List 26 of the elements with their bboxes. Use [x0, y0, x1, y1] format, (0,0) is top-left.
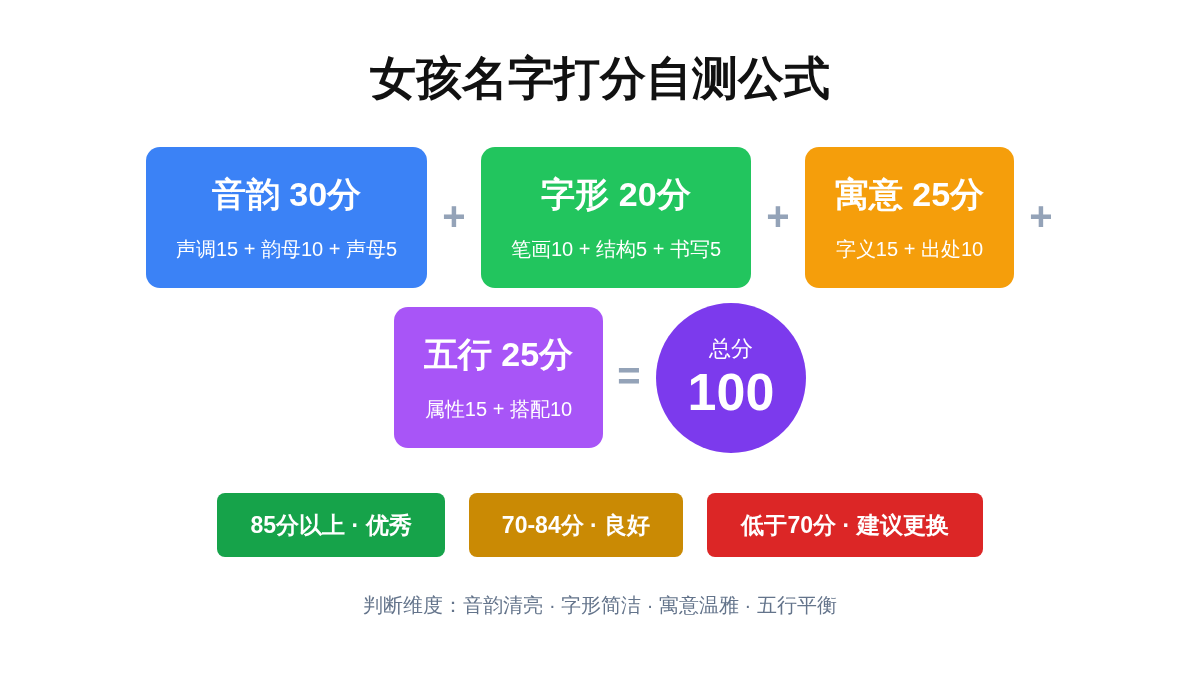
card-heading: 音韵 30分: [211, 174, 362, 215]
card-detail: 属性15 + 搭配10: [424, 397, 573, 422]
total-caption: 总分: [709, 335, 753, 364]
card-detail: 字义15 + 出处10: [835, 237, 984, 262]
rating-text: 70-84分 · 良好: [501, 510, 651, 540]
operator-sign: +: [1028, 194, 1054, 239]
operator-sign: +: [441, 194, 467, 239]
operator-sign: +: [765, 194, 791, 239]
score-card: [394, 307, 603, 448]
criteria-note: 判断维度：音韵清亮 · 字形简洁 · 寓意温雅 · 五行平衡: [362, 593, 838, 618]
rating-badge: [217, 493, 445, 557]
rating-badge: [469, 493, 683, 557]
score-card: [805, 147, 1014, 288]
rating-text: 85分以上 · 优秀: [250, 510, 412, 540]
rating-text: 低于70分 · 建议更换: [741, 510, 949, 540]
card-detail: 笔画10 + 结构5 + 书写5: [510, 237, 722, 262]
card-heading: 字形 20分: [541, 174, 691, 215]
score-card: [481, 147, 751, 288]
title: 女孩名字打分自测公式: [369, 51, 831, 106]
total-value: 100: [687, 364, 775, 422]
operator-sign: =: [616, 354, 642, 399]
score-card: [146, 147, 427, 288]
card-heading: 寓意 25分: [834, 174, 985, 215]
card-heading: 五行 25分: [423, 334, 574, 375]
card-detail: 声调15 + 韵母10 + 声母5: [175, 237, 398, 262]
rating-badge: [707, 493, 983, 557]
